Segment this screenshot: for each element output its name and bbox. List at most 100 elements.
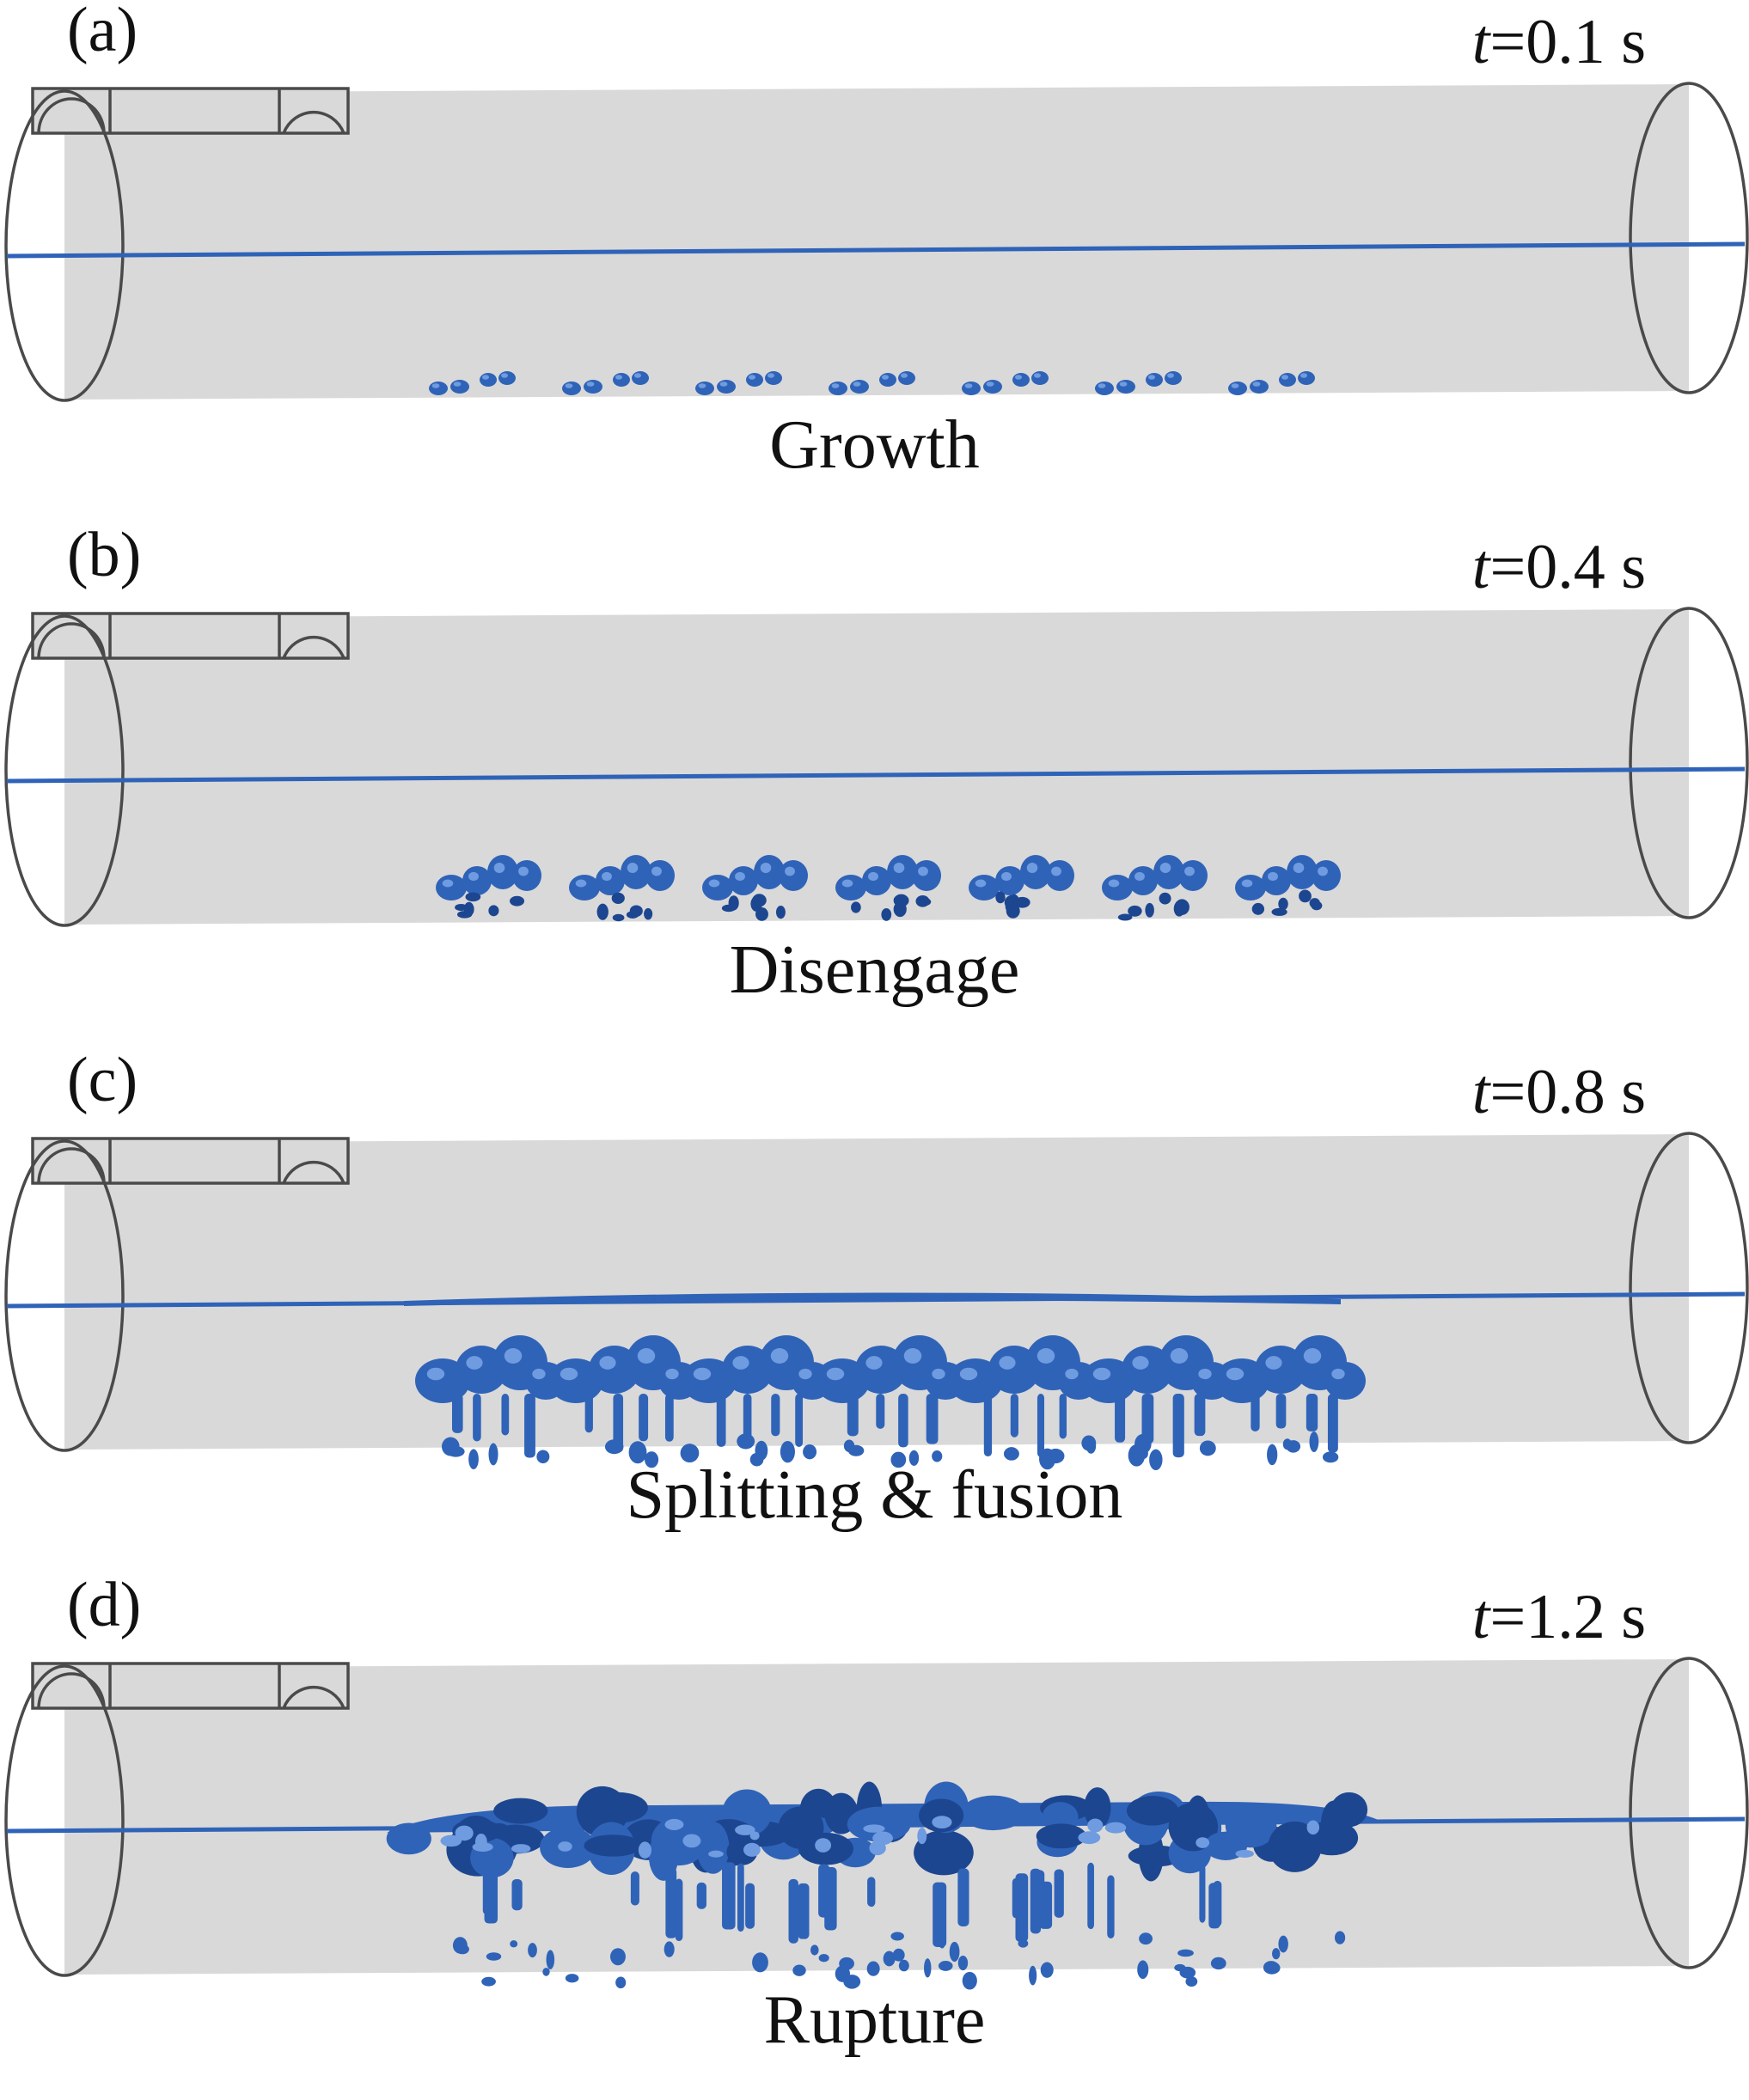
panel-d: (d) t=1.2 s Rupture	[0, 1573, 1749, 2100]
bubble-highlight	[431, 383, 440, 388]
bubble	[1165, 371, 1182, 385]
bubble-cluster	[569, 855, 675, 922]
bubble	[695, 382, 714, 395]
nozzle-arc	[37, 1147, 106, 1184]
liquid-jet	[798, 1883, 810, 1939]
bubble-highlight	[760, 863, 772, 873]
bubble	[879, 373, 896, 387]
bubble-highlight	[1303, 1348, 1322, 1364]
bubble-highlight	[1265, 1356, 1282, 1370]
bubble-fragment	[611, 892, 625, 904]
foam-highlight	[749, 1831, 760, 1841]
bubble-highlight	[1241, 879, 1253, 888]
droplet	[938, 1961, 953, 1971]
foam-blob	[493, 1798, 548, 1824]
bubble	[613, 373, 630, 387]
nozzle-arc	[282, 1685, 346, 1709]
time-label: t=0.1 s	[1472, 10, 1646, 74]
bubble-highlight	[651, 866, 662, 876]
foam-highlight	[1078, 1831, 1101, 1845]
nozzle-arc	[37, 97, 106, 134]
bubble-cap	[729, 866, 758, 895]
liquid-jet	[696, 1882, 706, 1909]
bubble	[1298, 371, 1315, 385]
bubble-highlight	[1037, 1348, 1055, 1364]
bubble-highlight	[532, 1368, 546, 1380]
droplet	[1149, 1449, 1163, 1471]
droplet	[1271, 1948, 1281, 1960]
droplet	[843, 1975, 861, 1989]
bubble-cap	[462, 866, 492, 895]
bubble-highlight	[693, 1367, 712, 1381]
liquid-column	[1010, 1394, 1018, 1438]
panel-b: (b) t=0.4 s Disengage	[0, 520, 1749, 1050]
foam-highlight	[664, 1818, 684, 1830]
stage-label: Disengage	[729, 932, 1020, 1008]
bubble-highlight	[1252, 382, 1261, 387]
bubble	[498, 371, 516, 385]
time-value: =0.1 s	[1489, 7, 1646, 77]
bubble-highlight	[865, 1356, 883, 1370]
panel-letter: (b)	[67, 520, 142, 590]
pipe-drawing	[4, 1657, 1749, 1990]
liquid-jet	[867, 1877, 876, 1908]
bubble-cluster	[695, 371, 782, 395]
bubble-fragment	[626, 911, 639, 919]
liquid-jet	[722, 1862, 736, 1930]
liquid-column	[452, 1394, 463, 1433]
foam-blob	[1268, 1821, 1322, 1872]
panel-c: (c) t=0.8 s Splitting & fusion	[0, 1048, 1749, 1575]
droplet	[481, 1976, 496, 1987]
bubble-cluster	[962, 371, 1049, 395]
droplet	[542, 1968, 550, 1976]
bubble-highlight	[1318, 866, 1328, 876]
bubble-cap	[912, 860, 941, 891]
bubble	[983, 380, 1002, 394]
bubble-fragment	[612, 913, 625, 922]
droplet	[737, 1433, 755, 1450]
stage-label: Growth	[769, 407, 980, 483]
foam-highlight	[511, 1844, 531, 1853]
droplet	[628, 1441, 647, 1464]
bubble-cap	[1102, 875, 1133, 900]
foam-blob	[1185, 1795, 1210, 1844]
bubble-highlight	[1015, 375, 1022, 380]
bubble-highlight	[518, 866, 529, 876]
foam-blob	[584, 1834, 643, 1857]
inlet-nozzle	[31, 1662, 350, 1710]
droplet	[565, 1974, 579, 1983]
droplet	[680, 1444, 700, 1463]
interface-bulge	[404, 1292, 1341, 1306]
liquid-jet	[1087, 1862, 1094, 1930]
bubble-highlight	[708, 879, 720, 888]
bubble-highlight	[1119, 382, 1128, 387]
liquid-jet	[482, 1867, 493, 1915]
bubble-fragment	[488, 905, 499, 917]
droplet	[749, 1452, 764, 1467]
bubble-highlight	[1231, 383, 1239, 388]
droplet	[890, 1932, 904, 1941]
droplet	[924, 1958, 932, 1978]
droplet	[908, 1450, 920, 1466]
droplet	[1185, 1976, 1198, 1987]
bubble-highlight	[575, 879, 587, 888]
droplet	[604, 1439, 624, 1455]
pipe-body	[64, 84, 1689, 400]
bubble-highlight	[1108, 879, 1120, 888]
droplet	[546, 1950, 555, 1969]
bubble-fragment	[1271, 907, 1287, 916]
foam-highlight	[869, 1841, 886, 1856]
foam-highlight	[558, 1841, 572, 1852]
bubble-highlight	[749, 375, 755, 380]
bubble-cap	[1020, 855, 1051, 889]
droplet	[898, 1959, 909, 1972]
bubble-highlight	[964, 383, 973, 388]
liquid-column	[1141, 1394, 1154, 1444]
liquid-jet	[630, 1871, 639, 1906]
droplet	[932, 1450, 943, 1462]
droplet	[1081, 1435, 1097, 1451]
bubble-cap	[1045, 860, 1074, 891]
bubble-cap	[596, 866, 625, 895]
foam-highlight	[1306, 1820, 1320, 1835]
bubble-highlight	[453, 382, 462, 387]
